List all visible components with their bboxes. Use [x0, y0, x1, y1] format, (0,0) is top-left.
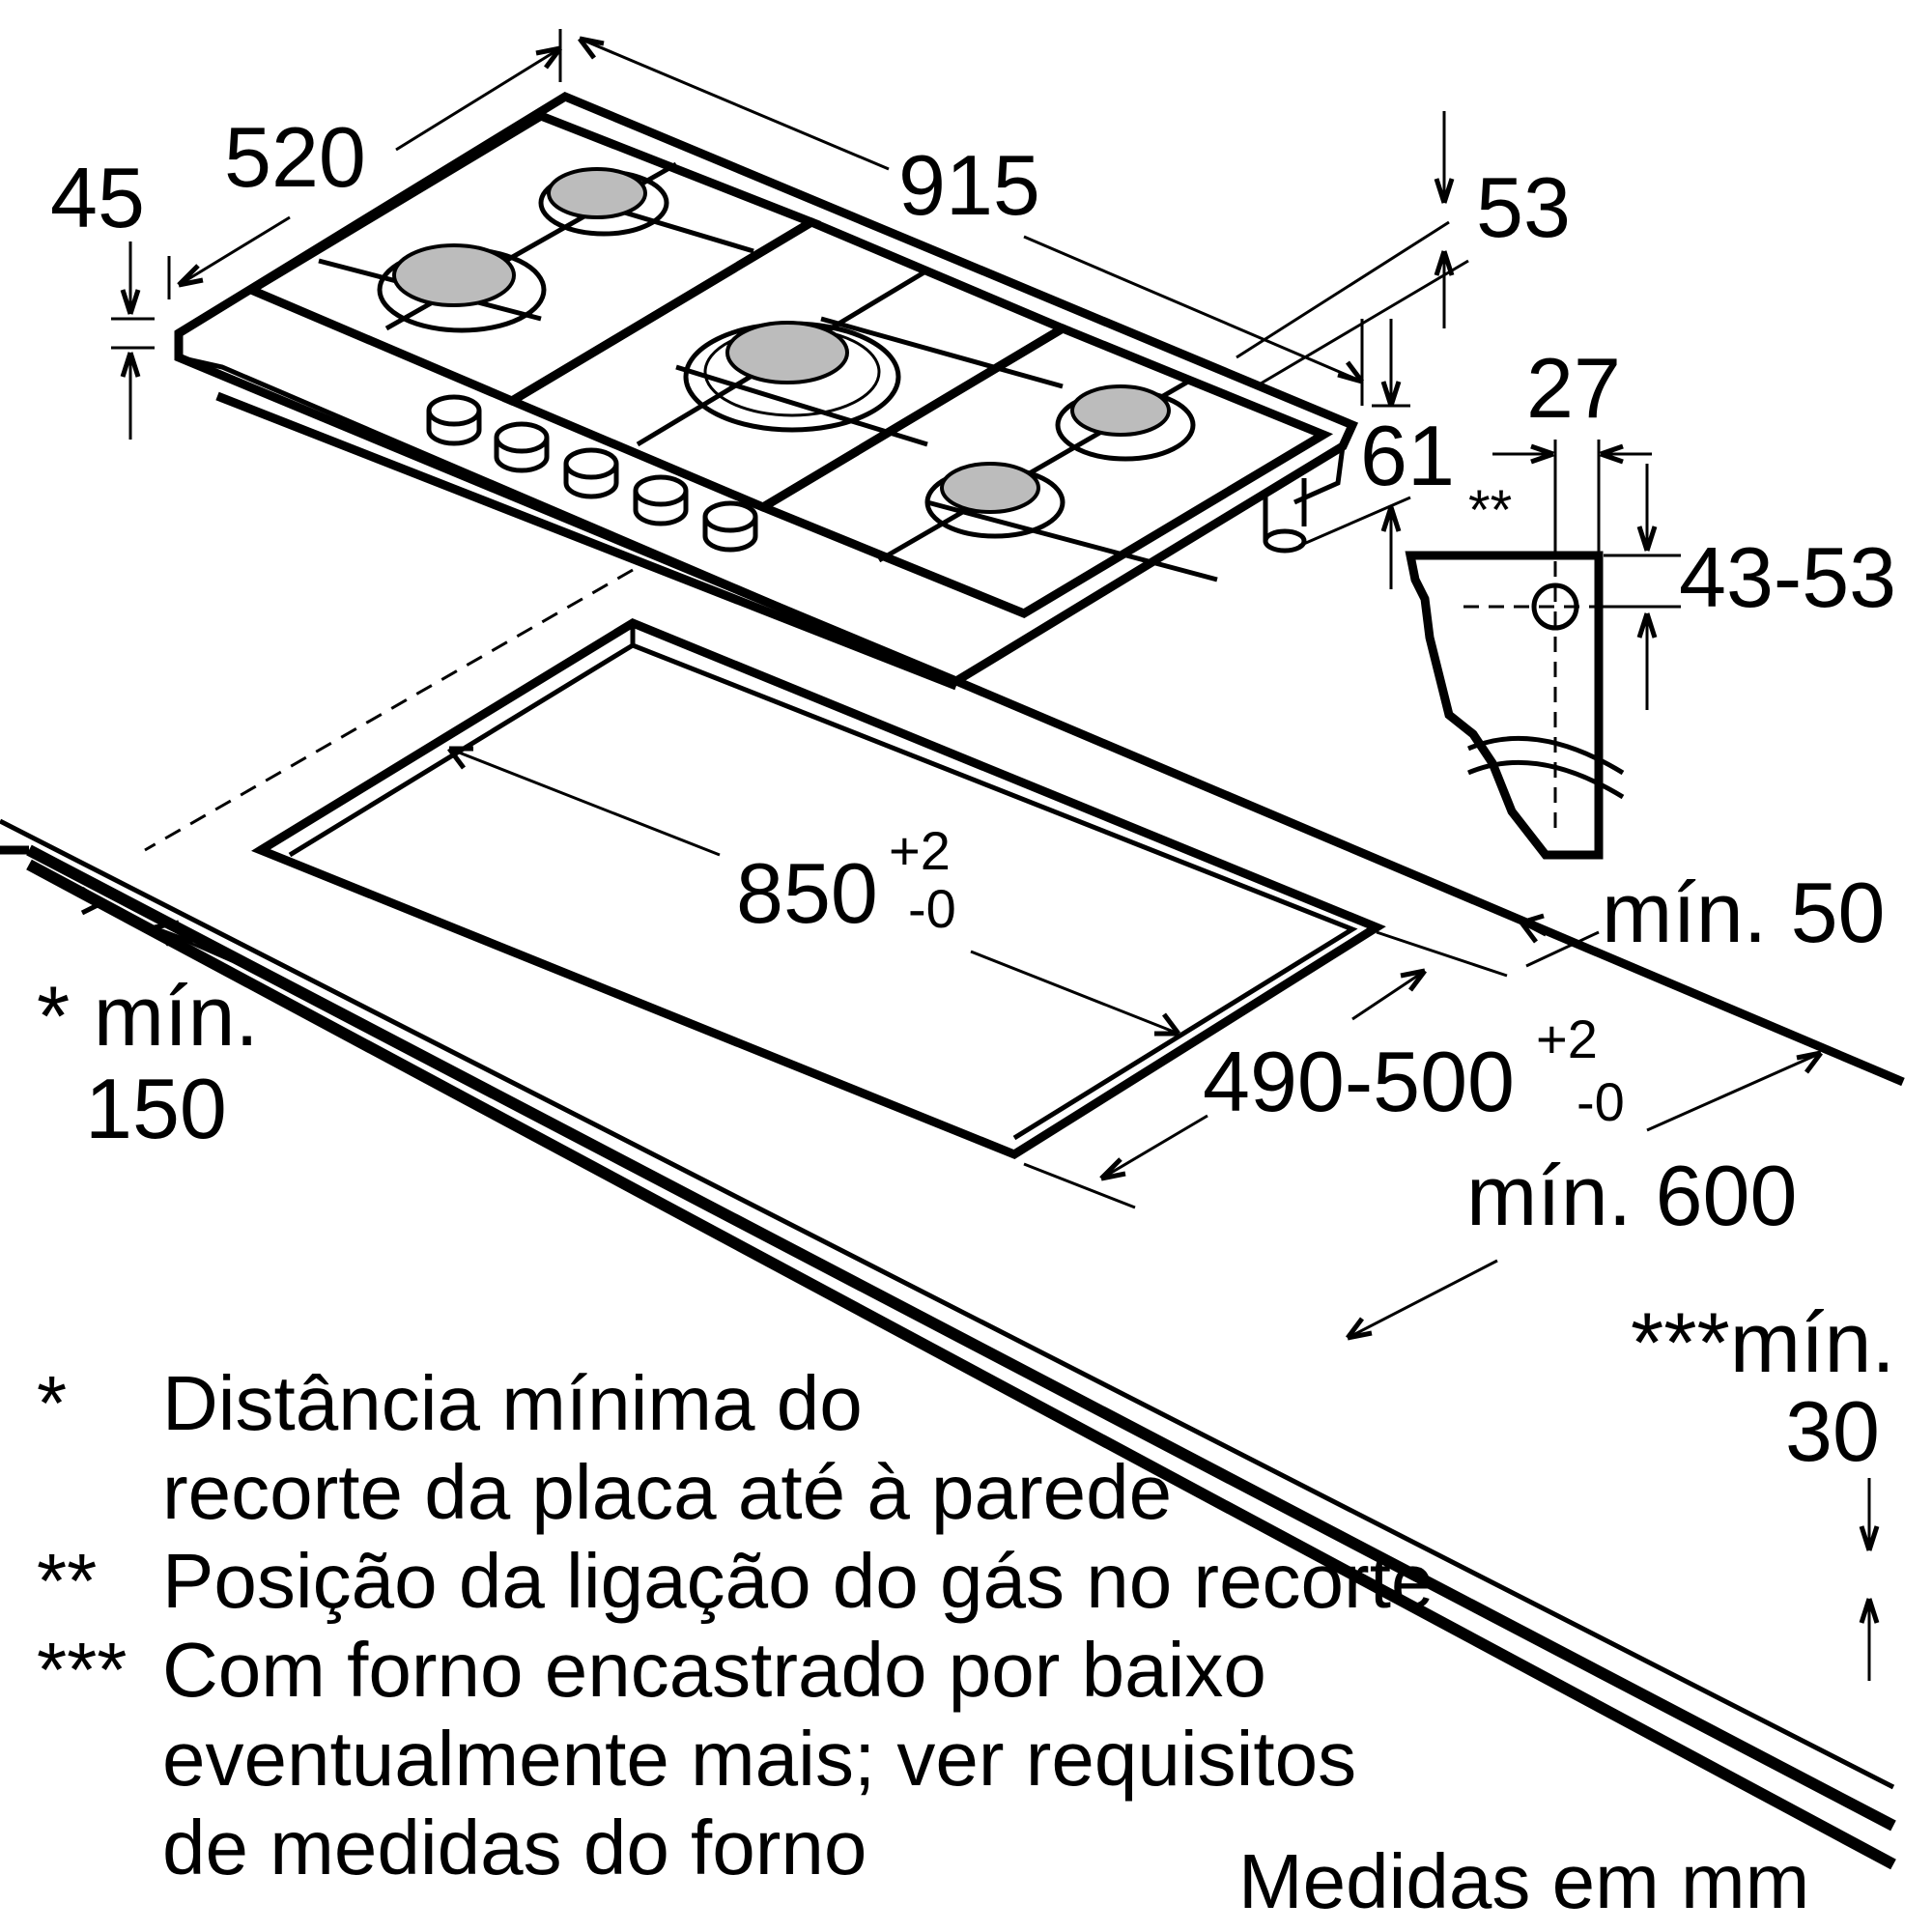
- dim-43-53: 43-53: [1679, 529, 1896, 625]
- dim-490-500: 490-500: [1203, 1034, 1515, 1129]
- burner-front-left: [377, 243, 547, 333]
- note-1-line-1: Distância mínima do: [162, 1360, 863, 1446]
- note-2-marker: **: [37, 1538, 97, 1624]
- dim-490-500-tol-plus: +2: [1536, 1009, 1598, 1069]
- burner-front-right: [924, 462, 1065, 539]
- dim-min-150-line2: 150: [85, 1061, 227, 1156]
- note-3-marker: ***: [37, 1627, 127, 1713]
- countertop: [0, 568, 1905, 1870]
- note-3-line-2: eventualmente mais; ver requisitos: [162, 1716, 1356, 1802]
- hob-plate-edge: [178, 355, 957, 684]
- control-knobs: [426, 394, 758, 553]
- dim-45: 45: [50, 150, 145, 245]
- dim-27: 27: [1526, 340, 1621, 436]
- dim-850: 850: [736, 845, 878, 941]
- pan-support-right: [753, 323, 1334, 619]
- dim-min-30-line2: 30: [1785, 1383, 1880, 1479]
- dim-850-tol-minus: -0: [908, 878, 956, 939]
- dim-490-500-tol-minus: -0: [1577, 1071, 1625, 1132]
- dim-min-30-line1: ***mín.: [1631, 1294, 1895, 1390]
- dim-850-tol-plus: +2: [889, 820, 951, 881]
- note-3-line-3: de medidas do forno: [162, 1804, 867, 1890]
- gas-connector: [1263, 478, 1307, 554]
- dim-min-50: mín. 50: [1602, 865, 1885, 960]
- gas-connection-section: [1405, 536, 1625, 860]
- note-1-line-2: recorte da placa até à parede: [162, 1449, 1172, 1535]
- note-2-line-1: Posição da ligação do gás no recorte: [162, 1538, 1434, 1624]
- units-label: Medidas em mm: [1238, 1838, 1809, 1924]
- burner-wok-centre: [683, 321, 901, 433]
- dim-915: 915: [898, 137, 1040, 233]
- dim-53: 53: [1476, 159, 1571, 255]
- burner-rear-right: [1055, 384, 1196, 462]
- hob: [174, 91, 1359, 691]
- note-1-marker: *: [37, 1360, 67, 1446]
- dim-gas-marker: **: [1468, 479, 1512, 542]
- note-3-line-1: Com forno encastrado por baixo: [162, 1627, 1266, 1713]
- dim-min-600: mín. 600: [1466, 1148, 1797, 1243]
- dim-min-150-line1: * mín.: [37, 968, 259, 1064]
- footnotes: * Distância mínima do recorte da placa a…: [37, 1360, 1434, 1890]
- dimension-lines: [38, 29, 1880, 1681]
- burner-rear-left: [538, 167, 669, 237]
- dim-520: 520: [224, 109, 366, 205]
- dim-61: 61: [1360, 408, 1455, 503]
- hob-front-lip: [215, 391, 958, 691]
